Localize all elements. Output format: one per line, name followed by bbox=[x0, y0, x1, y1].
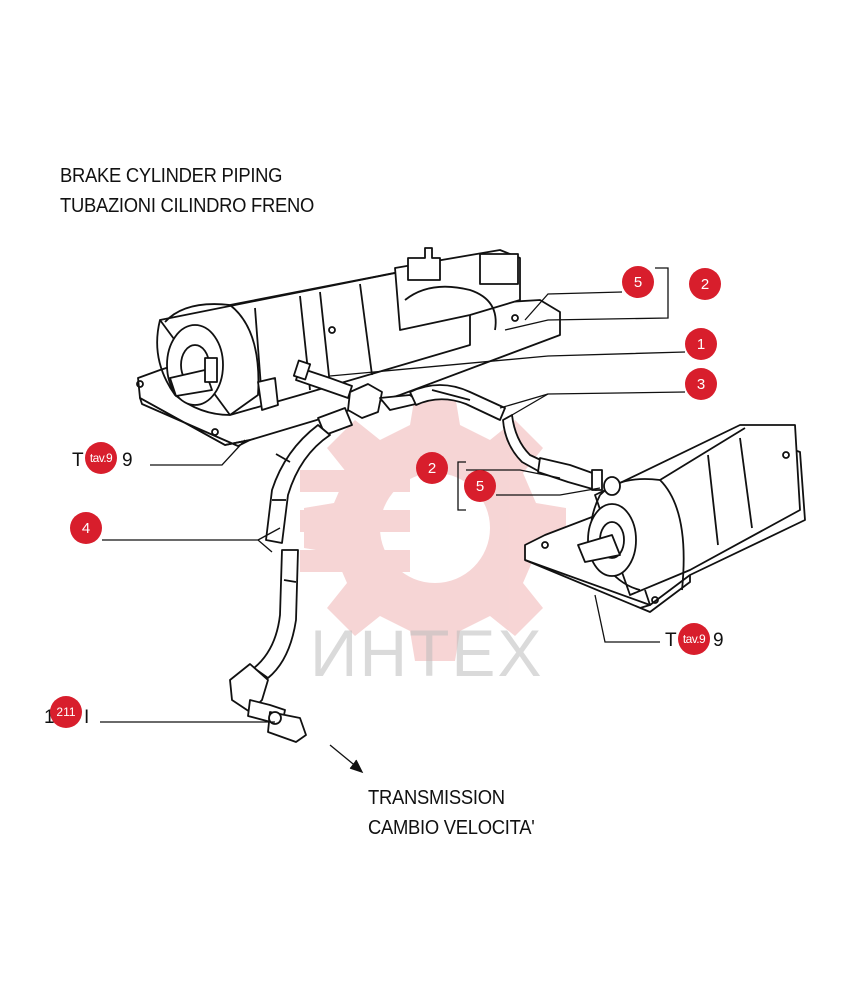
watermark-gear-icon bbox=[300, 395, 566, 661]
callout-5-mid[interactable]: 5 bbox=[464, 470, 496, 502]
ref-bottom-prefix: 1 bbox=[44, 707, 55, 728]
brake-piping bbox=[229, 359, 621, 743]
title-english: BRAKE CYLINDER PIPING bbox=[60, 165, 283, 187]
callout-5-top[interactable]: 5 bbox=[622, 266, 654, 298]
watermark-text: ИНТЕХ bbox=[310, 616, 544, 690]
right-cylinder bbox=[524, 424, 806, 613]
title-italian: TUBAZIONI CILINDRO FRENO bbox=[60, 195, 315, 217]
callout-ref-right[interactable]: tav.9 bbox=[678, 623, 710, 655]
callout-3[interactable]: 3 bbox=[685, 368, 717, 400]
transmission-italian: CAMBIO VELOCITA' bbox=[368, 817, 535, 839]
callout-1[interactable]: 1 bbox=[685, 328, 717, 360]
ref-bottom-suffix: I bbox=[84, 707, 90, 728]
leader-lines bbox=[100, 267, 686, 774]
ref-left-prefix: T bbox=[72, 450, 84, 471]
transmission-english: TRANSMISSION bbox=[368, 787, 505, 809]
callout-2-top[interactable]: 2 bbox=[689, 268, 721, 300]
callout-4[interactable]: 4 bbox=[70, 512, 102, 544]
ref-right-prefix: T bbox=[665, 630, 677, 651]
left-cylinder bbox=[136, 247, 561, 447]
callout-2-mid[interactable]: 2 bbox=[416, 452, 448, 484]
callout-ref-bottom[interactable]: 211 bbox=[50, 696, 82, 728]
callout-ref-left[interactable]: tav.9 bbox=[85, 442, 117, 474]
ref-right-suffix: 9 bbox=[713, 630, 724, 651]
ref-left-suffix: 9 bbox=[122, 450, 133, 471]
